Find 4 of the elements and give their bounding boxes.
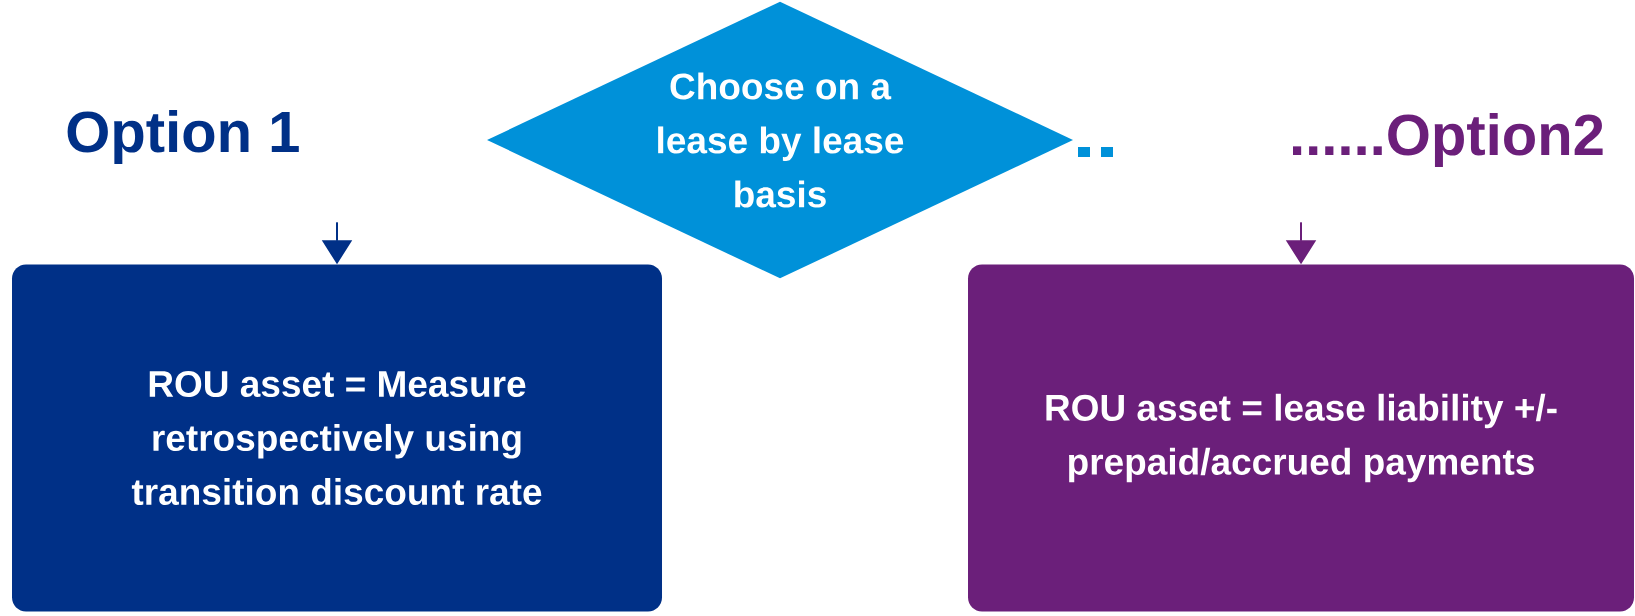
option-label: Option 1 (67, 109, 299, 165)
option-box: ROU asset = Measure retrospectively using transition discount rate (12, 264, 662, 612)
option-label: ......Option2 (1293, 112, 1603, 168)
option-box: ROU asset = lease liability +/- prepaid/accrued payments (968, 264, 1634, 612)
